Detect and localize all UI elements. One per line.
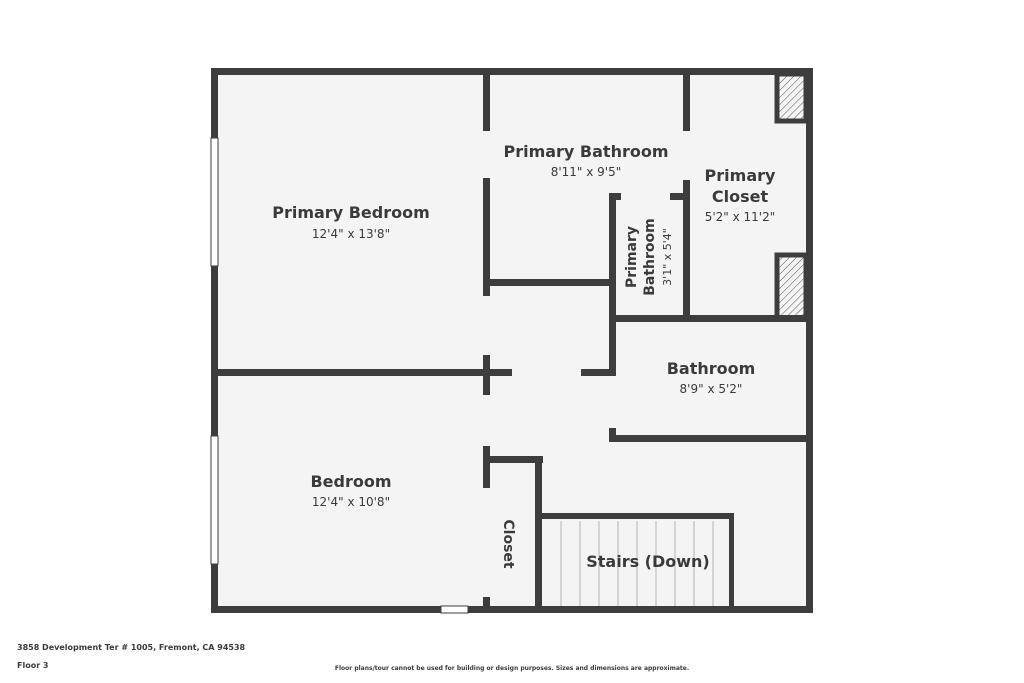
primary-bedroom-label: Primary Bedroom: [272, 203, 430, 222]
property-address: 3858 Development Ter # 1005, Fremont, CA…: [17, 643, 246, 652]
disclaimer-text: Floor plans/tour cannot be used for buil…: [334, 665, 690, 672]
closet-label: Closet: [500, 519, 516, 569]
shaft-lower: [774, 252, 809, 321]
stairs: [541, 518, 731, 606]
bedroom-label: Bedroom: [310, 472, 391, 491]
bathroom-dims: 8'9" x 5'2": [680, 382, 743, 396]
bathroom-label: Bathroom: [667, 359, 756, 378]
small-primary-bathroom-label-line2: Bathroom: [642, 218, 658, 296]
small-primary-bathroom-label-line1: Primary: [624, 226, 640, 288]
primary-bathroom-label: Primary Bathroom: [503, 142, 668, 161]
primary-closet-label-line2: Closet: [712, 187, 769, 206]
primary-bathroom-dims: 8'11" x 9'5": [551, 165, 622, 179]
walls: [211, 68, 813, 613]
bedroom-dims: 12'4" x 10'8": [312, 495, 390, 509]
windows: [210, 137, 469, 614]
stairs-label: Stairs (Down): [586, 552, 710, 571]
floor-label: Floor 3: [17, 661, 49, 670]
primary-closet-label-line1: Primary: [705, 166, 776, 185]
primary-bedroom-dims: 12'4" x 13'8": [312, 227, 390, 241]
small-primary-bathroom-dims: 3'1" x 5'4": [661, 228, 674, 286]
shaft-upper: [774, 71, 809, 124]
primary-closet-dims: 5'2" x 11'2": [705, 210, 776, 224]
